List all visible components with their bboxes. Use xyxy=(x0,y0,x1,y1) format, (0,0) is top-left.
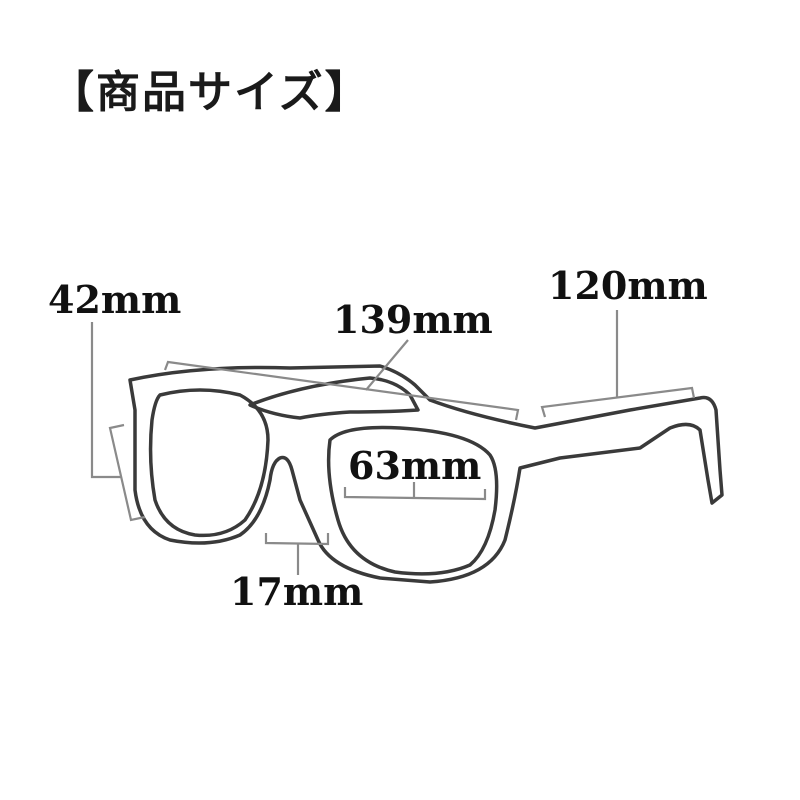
total-width-leader xyxy=(365,339,409,391)
lens-height-bracket xyxy=(108,423,146,522)
lens-width-bracket xyxy=(343,487,487,501)
lens-width-label: 63mm xyxy=(348,443,482,488)
bridge-width-label: 17mm xyxy=(230,569,364,614)
total-width-label: 139mm xyxy=(333,297,493,342)
lens-height-label: 42mm xyxy=(48,277,182,322)
lens-height-leader xyxy=(90,322,122,479)
dimension-lines xyxy=(90,310,696,575)
total-width-bracket xyxy=(163,360,520,421)
temple-length-label: 120mm xyxy=(548,263,708,308)
page-title: 【商品サイズ】 xyxy=(50,67,371,118)
